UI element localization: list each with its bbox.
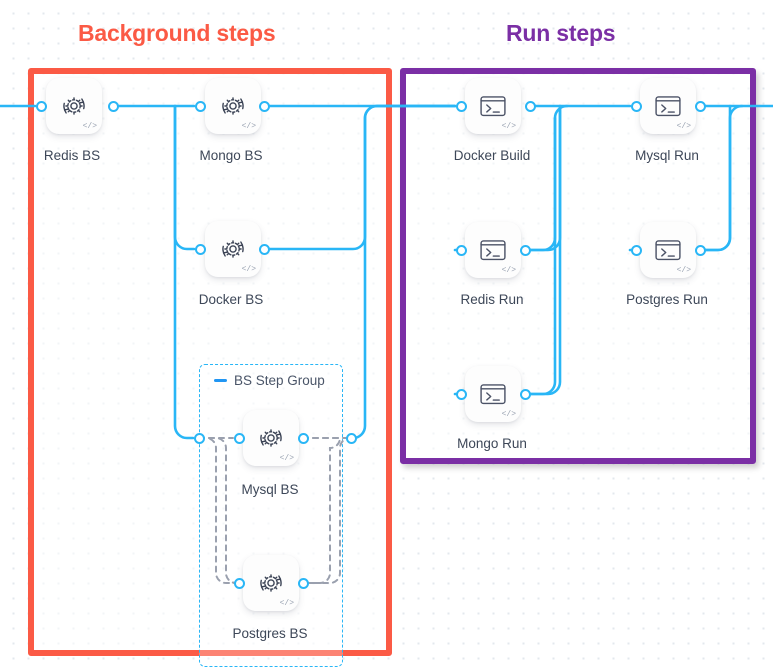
node-label-mysql-run: Mysql Run [635, 148, 699, 163]
port-docker-bs-out[interactable] [258, 243, 270, 255]
node-mongo-run[interactable]: </> [465, 366, 521, 422]
port-redis-bs-out[interactable] [107, 100, 119, 112]
port-group-out[interactable] [345, 432, 357, 444]
code-badge-icon[interactable]: </> [676, 122, 691, 131]
node-mongo-bs[interactable]: </> [205, 78, 261, 134]
node-mysql-run[interactable]: </> [640, 78, 696, 134]
node-label-docker-bs: Docker BS [198, 292, 264, 307]
run-steps-title: Run steps [506, 20, 616, 46]
port-docker-bs-in[interactable] [194, 243, 206, 255]
node-postgres-bs[interactable]: </> [243, 555, 299, 611]
port-mysql-bs-out[interactable] [297, 432, 309, 444]
port-docker-build-out[interactable] [524, 100, 536, 112]
run-steps-panel[interactable] [400, 68, 756, 464]
code-badge-icon[interactable]: </> [82, 122, 97, 131]
code-badge-icon[interactable]: </> [279, 454, 294, 463]
background-step-gear-icon [256, 568, 286, 598]
port-mysql-run-in[interactable] [630, 100, 642, 112]
node-redis-run[interactable]: </> [465, 222, 521, 278]
terminal-icon [478, 237, 508, 263]
node-label-mongo-run: Mongo Run [457, 436, 527, 451]
terminal-icon [478, 381, 508, 407]
background-step-gear-icon [218, 91, 248, 121]
code-badge-icon[interactable]: </> [501, 122, 516, 131]
node-docker-bs[interactable]: </> [205, 221, 261, 277]
minus-dash-icon[interactable] [214, 379, 227, 382]
port-redis-run-out[interactable] [519, 244, 531, 256]
code-badge-icon[interactable]: </> [501, 410, 516, 419]
terminal-icon [653, 93, 683, 119]
background-steps-title: Background steps [78, 20, 276, 46]
port-mongo-run-in[interactable] [455, 388, 467, 400]
terminal-icon [653, 237, 683, 263]
node-docker-build[interactable]: </> [465, 78, 521, 134]
port-docker-build-in[interactable] [455, 100, 467, 112]
node-label-postgres-bs: Postgres BS [232, 626, 308, 641]
terminal-icon [478, 93, 508, 119]
background-step-gear-icon [59, 91, 89, 121]
port-group-in[interactable] [193, 432, 205, 444]
code-badge-icon[interactable]: </> [279, 599, 294, 608]
background-step-gear-icon [256, 423, 286, 453]
port-postgres-run-out[interactable] [694, 244, 706, 256]
port-postgres-bs-in[interactable] [233, 577, 245, 589]
node-redis-bs[interactable]: </> [46, 78, 102, 134]
node-label-redis-run: Redis Run [460, 292, 524, 307]
code-badge-icon[interactable]: </> [676, 266, 691, 275]
bs-step-group-label: BS Step Group [234, 373, 325, 388]
node-postgres-run[interactable]: </> [640, 222, 696, 278]
node-label-mysql-bs: Mysql BS [241, 482, 299, 497]
port-mongo-run-out[interactable] [519, 388, 531, 400]
port-postgres-bs-out[interactable] [297, 577, 309, 589]
bs-step-group-header[interactable]: BS Step Group [214, 373, 325, 388]
code-badge-icon[interactable]: </> [241, 265, 256, 274]
node-mysql-bs[interactable]: </> [243, 410, 299, 466]
background-step-gear-icon [218, 234, 248, 264]
code-badge-icon[interactable]: </> [241, 122, 256, 131]
port-redis-bs-in[interactable] [35, 100, 47, 112]
node-label-redis-bs: Redis BS [43, 148, 101, 163]
port-mongo-bs-in[interactable] [194, 100, 206, 112]
port-mongo-bs-out[interactable] [258, 100, 270, 112]
port-mysql-run-out[interactable] [694, 100, 706, 112]
node-label-postgres-run: Postgres Run [626, 292, 708, 307]
code-badge-icon[interactable]: </> [501, 266, 516, 275]
node-label-mongo-bs: Mongo BS [199, 148, 263, 163]
node-label-docker-build: Docker Build [453, 148, 531, 163]
port-postgres-run-in[interactable] [630, 244, 642, 256]
port-mysql-bs-in[interactable] [233, 432, 245, 444]
port-redis-run-in[interactable] [455, 244, 467, 256]
